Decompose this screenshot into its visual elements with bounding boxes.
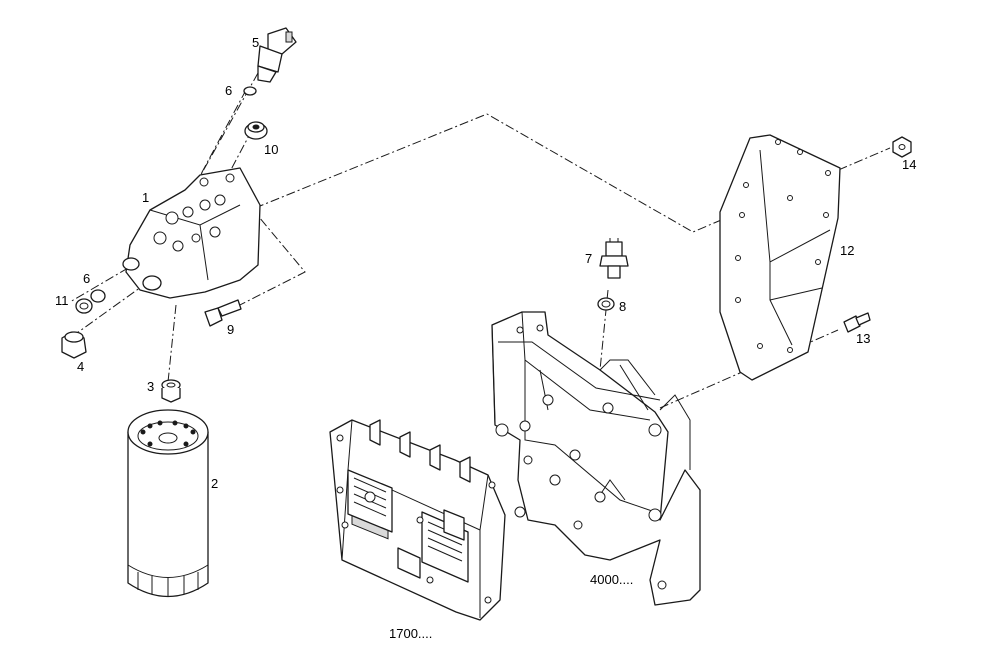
callout-labels: 1 2 3 4 5 6 6 7 8 9 10 11 12 13 14 1700.… (55, 35, 916, 641)
bolt-part-13 (843, 312, 871, 333)
callout-bracket-4000: 4000.... (590, 572, 633, 587)
callout-13: 13 (856, 331, 870, 346)
o-ring-part-6-side (90, 289, 106, 303)
callout-14: 14 (902, 157, 916, 172)
callout-10: 10 (264, 142, 278, 157)
plug-part-10 (244, 121, 268, 140)
callout-9: 9 (227, 322, 234, 337)
callout-6-side: 6 (83, 271, 90, 286)
callout-8: 8 (619, 299, 626, 314)
o-ring-part-6-top (243, 86, 257, 96)
ecu-part-1700 (329, 419, 506, 621)
bolt-part-9 (204, 299, 242, 327)
callout-7: 7 (585, 251, 592, 266)
filter-cartridge-part-2 (127, 409, 209, 598)
callout-1: 1 (142, 190, 149, 205)
adapter-part-3 (161, 379, 181, 403)
washer-part-11 (75, 298, 93, 314)
filter-head-part-1 (122, 167, 261, 299)
callout-3: 3 (147, 379, 154, 394)
sensor-part-7 (599, 238, 629, 279)
callout-4: 4 (77, 359, 84, 374)
callout-2: 2 (211, 476, 218, 491)
callout-11: 11 (55, 293, 69, 308)
cover-plate-part-12 (719, 134, 841, 381)
callout-12: 12 (840, 243, 854, 258)
callout-5: 5 (252, 35, 259, 50)
nut-part-14 (892, 136, 912, 158)
plug-part-4 (61, 331, 87, 359)
sensor-connector-part-5 (257, 27, 297, 83)
mounting-bracket-part-4000 (491, 311, 701, 606)
sealing-ring-part-8 (597, 297, 615, 311)
callout-6-top: 6 (225, 83, 232, 98)
callout-ecu-1700: 1700.... (389, 626, 432, 641)
